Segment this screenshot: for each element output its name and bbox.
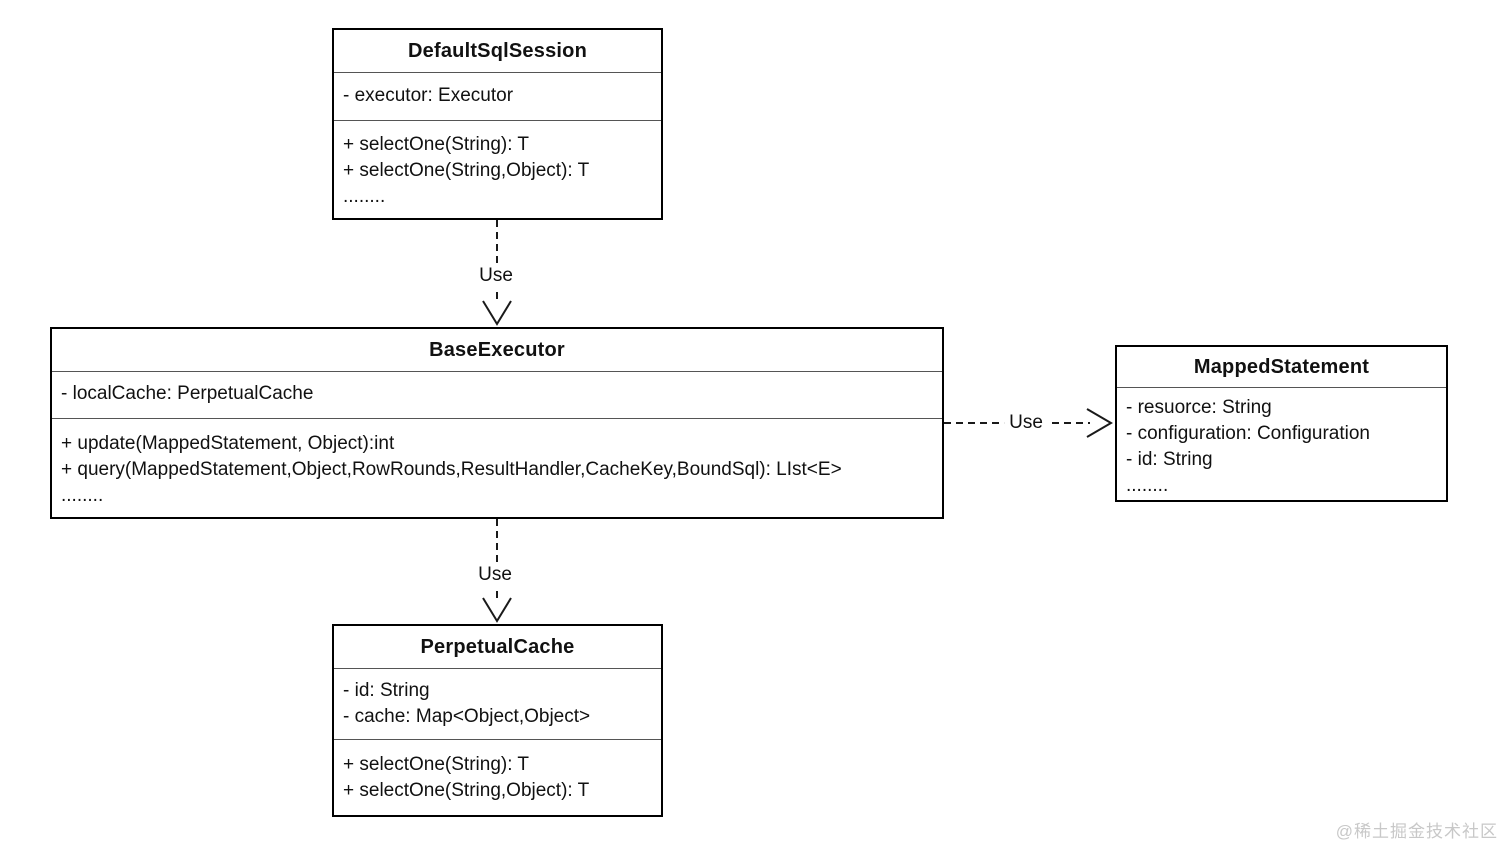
class-title-baseexecutor: BaseExecutor — [429, 338, 565, 361]
class-attribute: - cache: Map<Object,Object> — [343, 706, 591, 727]
methods-compartment: + selectOne(String): T + selectOne(Strin… — [334, 120, 661, 218]
class-attribute: - localCache: PerpetualCache — [61, 383, 314, 404]
class-box-baseexecutor: BaseExecutor - localCache: PerpetualCach… — [50, 327, 944, 519]
class-method: + selectOne(String): T — [343, 754, 530, 775]
class-attribute: - configuration: Configuration — [1126, 423, 1370, 444]
arrowhead-down-icon — [482, 597, 512, 623]
class-attribute: - resuorce: String — [1126, 397, 1272, 418]
arrowhead-down-icon — [482, 300, 512, 326]
class-box-mappedstatement: MappedStatement - resuorce: String - con… — [1115, 345, 1448, 502]
methods-compartment: + update(MappedStatement, Object):int + … — [52, 418, 942, 517]
attributes-compartment: - localCache: PerpetualCache — [52, 371, 942, 418]
class-box-defaultsqlsession: DefaultSqlSession - executor: Executor +… — [332, 28, 663, 220]
methods-compartment: + selectOne(String): T + selectOne(Strin… — [334, 739, 661, 815]
class-method: + selectOne(String,Object): T — [343, 160, 590, 181]
class-attribute: - id: String — [1126, 449, 1213, 470]
edge-label-use: Use — [474, 265, 518, 287]
watermark-text: @稀土掘金技术社区 — [1335, 822, 1498, 841]
attributes-compartment: - executor: Executor — [334, 72, 661, 120]
class-method: + selectOne(String): T — [343, 134, 530, 155]
ellipsis-row: ........ — [61, 485, 104, 506]
attributes-compartment: - id: String - cache: Map<Object,Object> — [334, 668, 661, 739]
class-method: + selectOne(String,Object): T — [343, 780, 590, 801]
class-title-perpetualcache: PerpetualCache — [420, 635, 575, 658]
ellipsis-row: ........ — [1126, 475, 1169, 496]
class-attribute: - id: String — [343, 680, 430, 701]
edge-label-use: Use — [1004, 412, 1048, 434]
class-attribute: - executor: Executor — [343, 85, 514, 106]
edge-label-use: Use — [473, 564, 517, 586]
class-method: + query(MappedStatement,Object,RowRounds… — [61, 459, 842, 480]
ellipsis-row: ........ — [343, 186, 386, 207]
attributes-compartment: - resuorce: String - configuration: Conf… — [1117, 387, 1446, 500]
class-title-defaultsqlsession: DefaultSqlSession — [408, 39, 587, 62]
class-method: + update(MappedStatement, Object):int — [61, 433, 395, 454]
class-box-perpetualcache: PerpetualCache - id: String - cache: Map… — [332, 624, 663, 817]
class-title-mappedstatement: MappedStatement — [1193, 355, 1370, 378]
arrowhead-right-icon — [1086, 408, 1113, 438]
